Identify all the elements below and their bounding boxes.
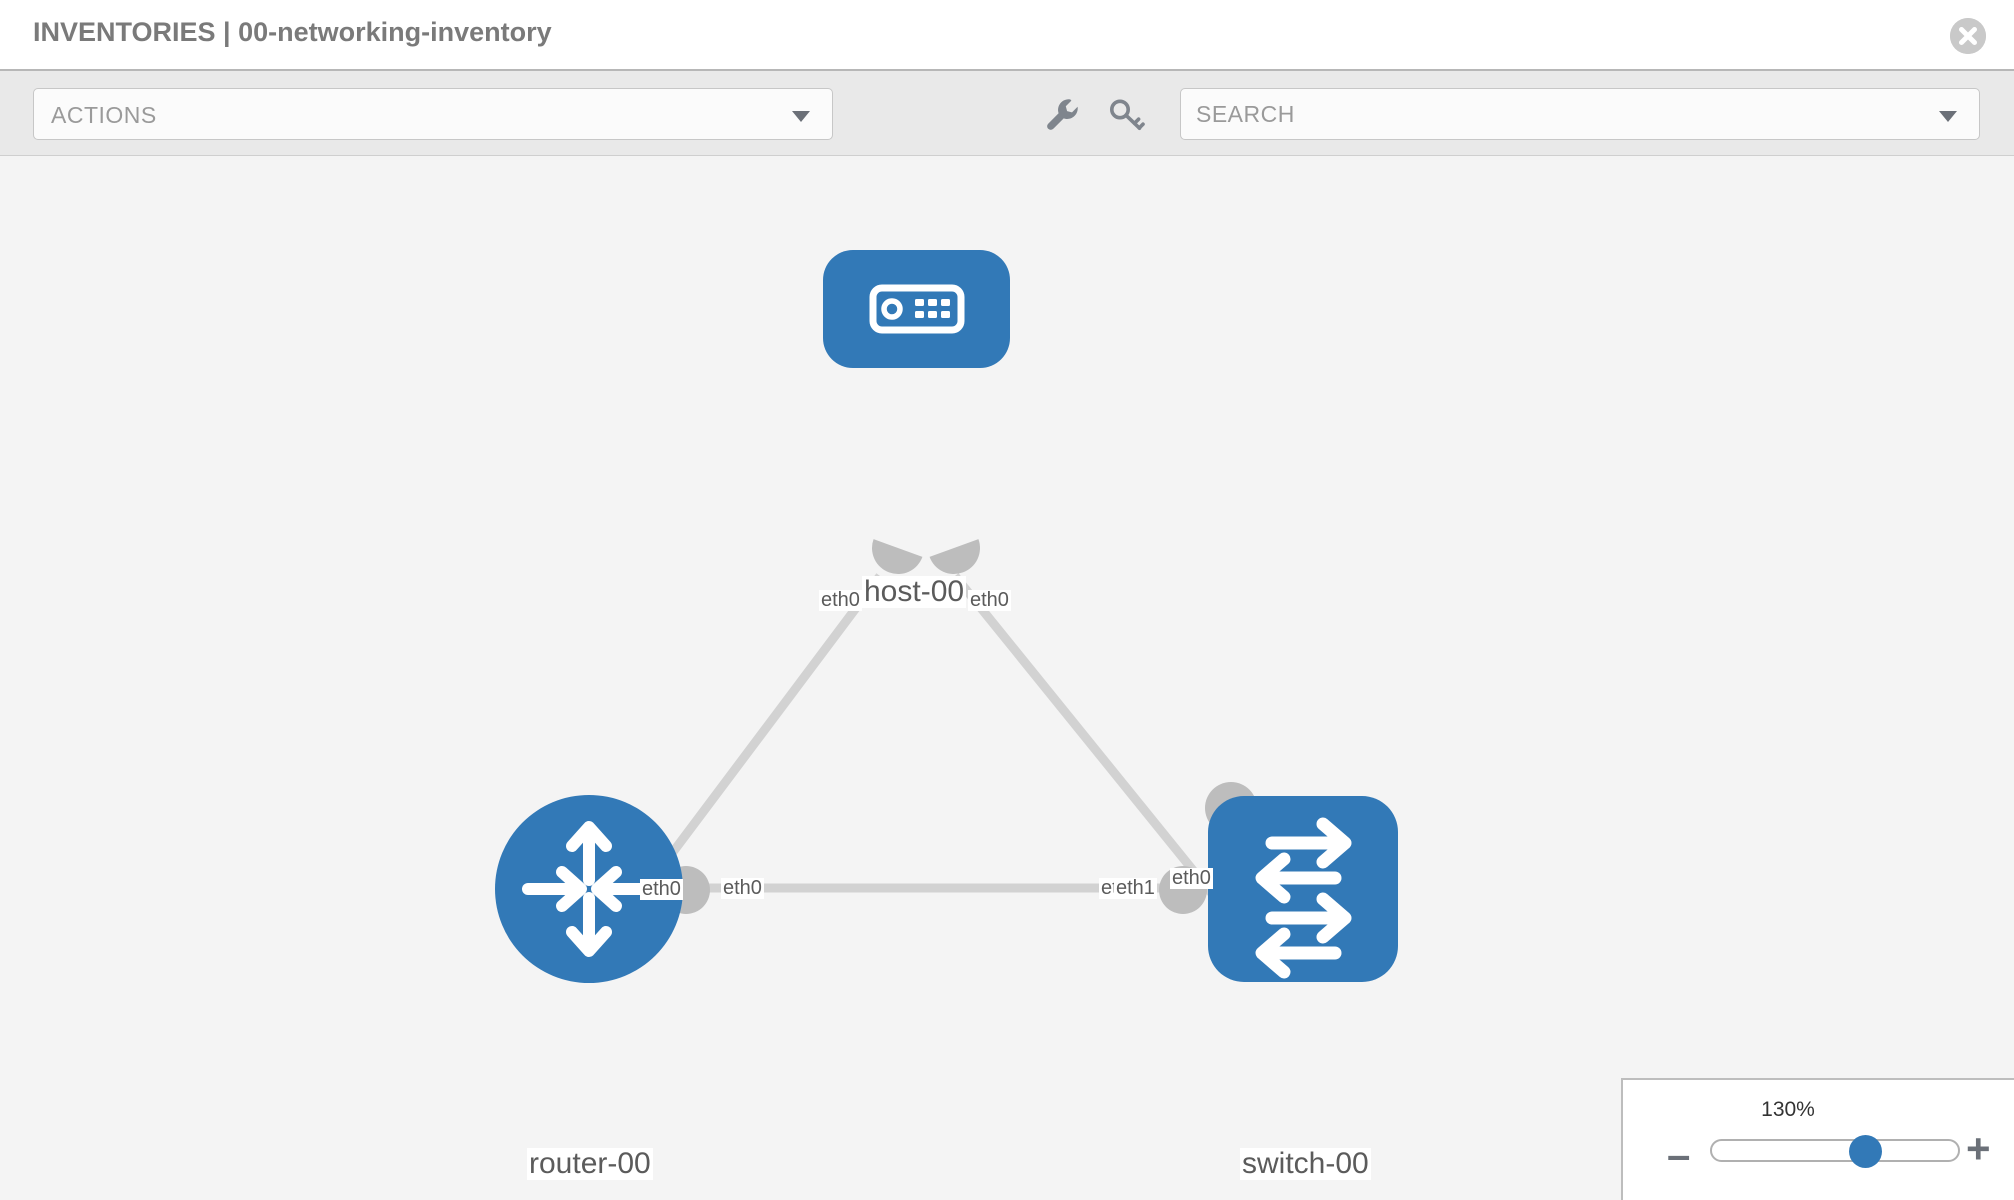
topology-canvas[interactable]: eth0 host-00 eth0 eth0 eth0 eth0 eth0 et… xyxy=(0,156,2014,1200)
node-host-00-shape xyxy=(823,250,1010,368)
node-router-00-shape xyxy=(495,795,683,983)
iface-label: eth1 xyxy=(1114,877,1157,899)
chevron-down-icon[interactable] xyxy=(1939,111,1957,122)
topology-graph: eth0 host-00 eth0 eth0 eth0 eth0 eth0 et… xyxy=(0,156,2014,1200)
node-host-00 xyxy=(823,250,1010,368)
zoom-out-button[interactable]: – xyxy=(1667,1131,1691,1178)
page-title: INVENTORIES | 00-networking-inventory xyxy=(33,17,552,47)
node-router-00 xyxy=(495,795,683,983)
switch-arrows-icon xyxy=(1255,817,1352,979)
device-label-router-00: router-00 xyxy=(527,1147,653,1180)
nub-host00-left xyxy=(872,539,923,574)
server-icon xyxy=(869,284,965,334)
key-icon[interactable] xyxy=(1104,93,1148,137)
zoom-level-label: 130% xyxy=(1761,1098,1815,1121)
iface-label: eth0 xyxy=(721,877,764,899)
toolbar: ACTIONS xyxy=(0,71,2014,156)
page-header: INVENTORIES | 00-networking-inventory xyxy=(0,0,2014,71)
actions-dropdown-label: ACTIONS xyxy=(51,102,157,128)
edge-host00-switch00 xyxy=(951,573,1234,919)
zoom-in-button[interactable]: + xyxy=(1966,1125,1991,1172)
iface-label: eth0 xyxy=(640,878,683,900)
topology-edges xyxy=(636,573,1234,919)
node-switch-00 xyxy=(1208,796,1398,982)
close-icon[interactable] xyxy=(1950,18,1986,54)
edge-host00-router00 xyxy=(636,573,884,899)
iface-label: eth0 xyxy=(968,589,1011,611)
iface-label: eth0 xyxy=(1170,867,1213,889)
search-input[interactable] xyxy=(1196,89,1926,139)
actions-dropdown[interactable]: ACTIONS xyxy=(33,88,833,140)
nub-host00-right xyxy=(929,539,980,574)
zoom-slider[interactable] xyxy=(1710,1135,1960,1168)
iface-label: eth0 xyxy=(819,589,862,611)
zoom-control-panel: 130% – + xyxy=(1621,1078,2014,1200)
device-label-host-00: host-00 xyxy=(862,575,967,608)
search-field[interactable] xyxy=(1180,88,1980,140)
device-label-switch-00: switch-00 xyxy=(1240,1147,1371,1180)
topology-svg xyxy=(495,250,1398,983)
zoom-slider-thumb[interactable] xyxy=(1848,1135,1882,1168)
chevron-down-icon xyxy=(792,111,810,122)
wrench-icon[interactable] xyxy=(1040,93,1084,137)
